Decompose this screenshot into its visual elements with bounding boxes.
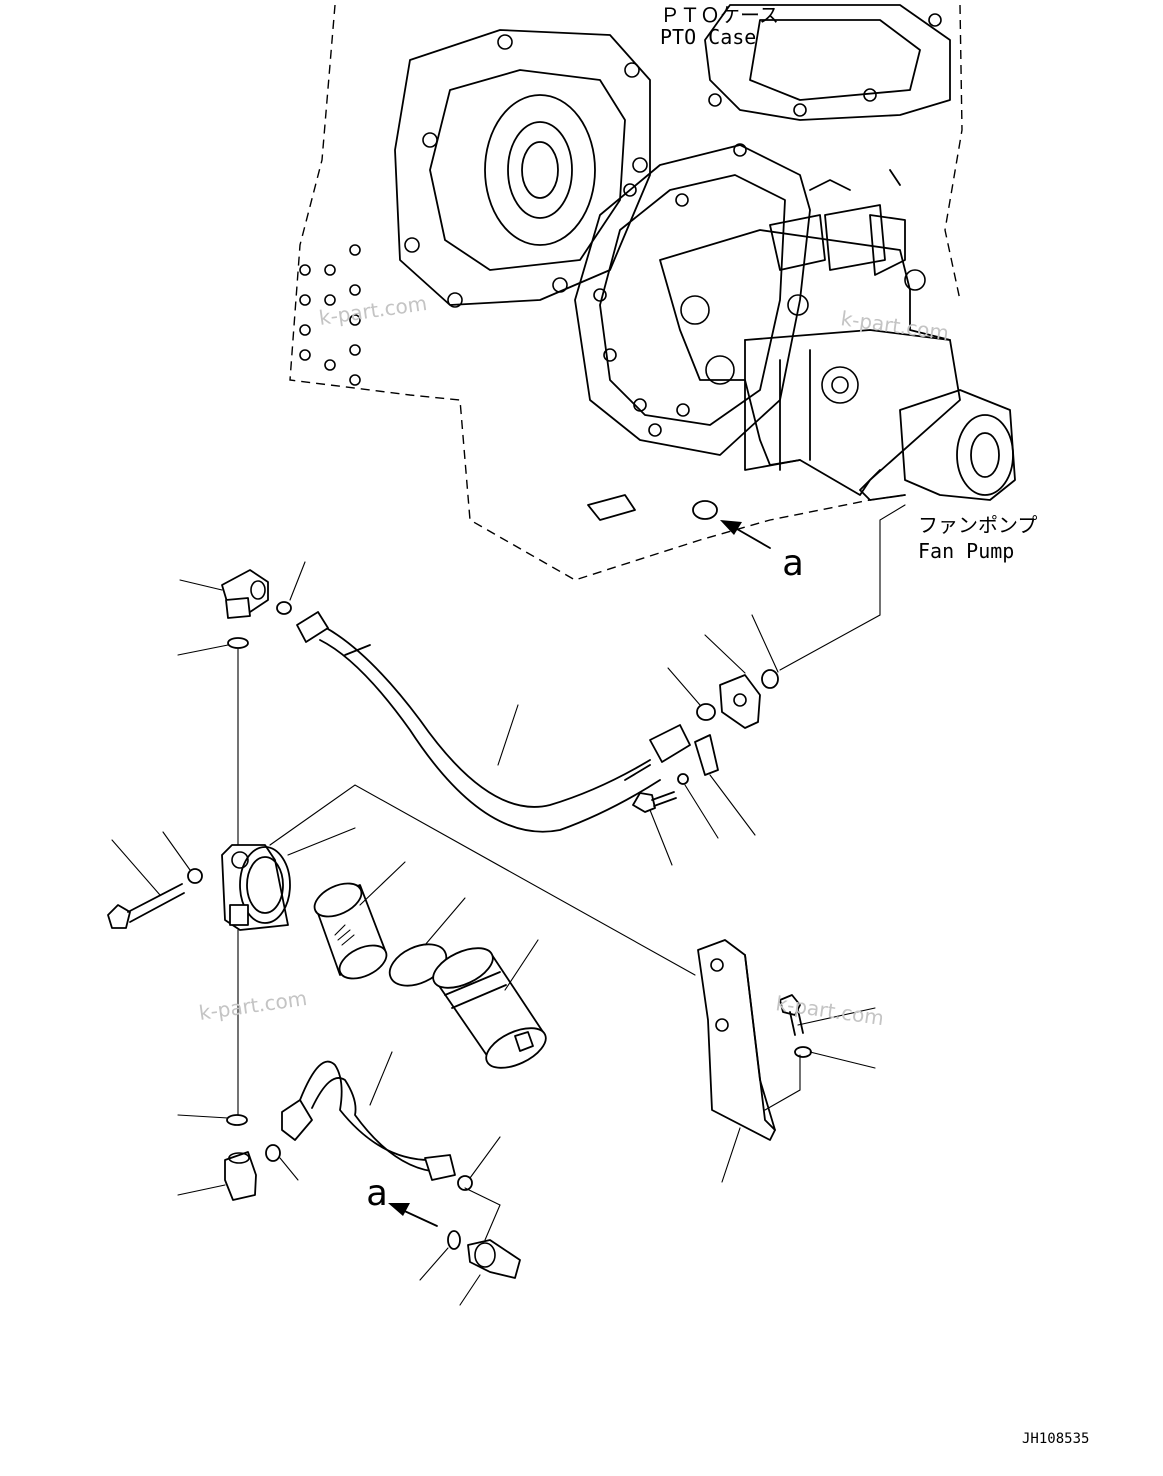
view-a-label-top: a (782, 543, 804, 584)
pump-mount-ring (574, 144, 811, 456)
washer-1 (677, 773, 689, 785)
mounting-bracket (697, 939, 776, 1141)
fan-pump-label-en: Fan Pump (918, 539, 1014, 563)
view-arrow-a-bottom (388, 1203, 438, 1227)
o-ring-5 (226, 1114, 248, 1126)
fan-pump-label-jp: ファンポンプ (918, 513, 1037, 537)
hose-lower (281, 1060, 456, 1181)
assembly-line (269, 784, 696, 976)
pto-case-upper (704, 4, 951, 121)
pto-case-label-en: PTO Case (660, 25, 756, 49)
watermark-2: k-part.com (839, 306, 950, 345)
fan-pump (859, 389, 1016, 501)
view-arrow-a-top (720, 520, 771, 549)
o-ring-7 (457, 1175, 473, 1191)
watermark-3: k-part.com (197, 986, 308, 1025)
drawing-number: JH108535 (1022, 1431, 1089, 1447)
fan-pump-leader (779, 504, 906, 671)
connector-fitting (467, 1239, 521, 1279)
straight-fitting-lower (224, 1151, 257, 1201)
washer-2 (187, 868, 203, 884)
ring-bolts (593, 143, 747, 437)
mounting-bolt (107, 883, 185, 929)
control-valve-right (824, 204, 886, 271)
o-ring-3 (696, 703, 716, 721)
flange-bolts (404, 34, 648, 308)
o-ring-2 (227, 637, 249, 649)
housing-holes (299, 244, 361, 386)
pto-case-label-jp: ＰＴＯケース (660, 3, 779, 27)
split-flange (719, 674, 761, 729)
pto-flange-left (394, 29, 651, 306)
bolt-2 (779, 994, 804, 1036)
o-ring-8 (447, 1230, 461, 1250)
filter-bowl (432, 947, 547, 1069)
filter-o-ring (388, 943, 448, 987)
pto-case-assembly (289, 4, 1016, 581)
o-ring-4 (761, 669, 779, 689)
o-ring-6 (265, 1144, 281, 1162)
watermark-4: k-part.com (774, 991, 885, 1030)
drain-port (692, 500, 718, 520)
hose-upper (296, 611, 691, 833)
washer-3 (794, 1046, 812, 1058)
leader-lines (111, 561, 876, 1306)
bolt-1 (632, 791, 677, 813)
view-a-label-bottom: a (366, 1173, 388, 1214)
engine-housing-outline (289, 4, 906, 581)
control-valve-left (769, 214, 826, 271)
filter-element (313, 882, 388, 980)
housing-right-outline (944, 4, 963, 301)
o-ring-1 (276, 601, 292, 615)
filter-head (221, 844, 291, 931)
clamp (694, 734, 719, 776)
elbow-fitting-top (221, 569, 269, 619)
